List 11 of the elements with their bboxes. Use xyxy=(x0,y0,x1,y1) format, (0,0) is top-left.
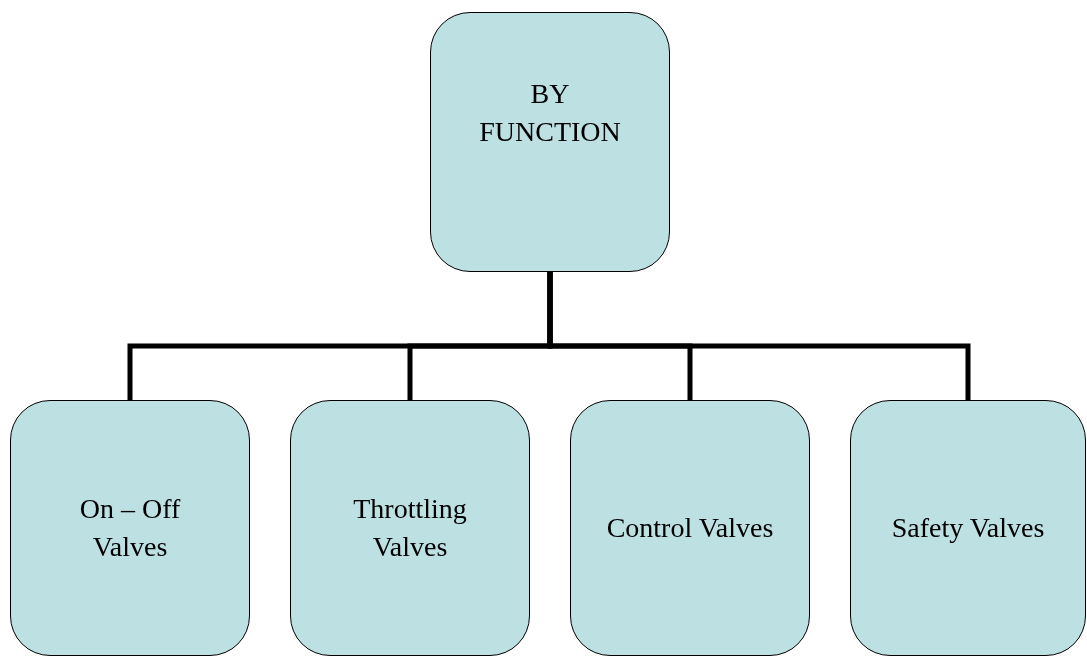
box-label: On – Off Valves xyxy=(78,492,182,564)
category-box xyxy=(430,12,670,272)
valve-type-box xyxy=(570,400,810,656)
box-label: Control Valves xyxy=(606,511,774,545)
valve-type-box xyxy=(290,400,530,656)
valve-type-box xyxy=(10,400,250,656)
valve-type-box xyxy=(850,400,1086,656)
connector-line xyxy=(547,272,971,400)
box-label: BY FUNCTION xyxy=(478,77,622,149)
box-label: Safety Valves xyxy=(891,511,1045,545)
box-label: Throttling Valves xyxy=(352,492,468,564)
